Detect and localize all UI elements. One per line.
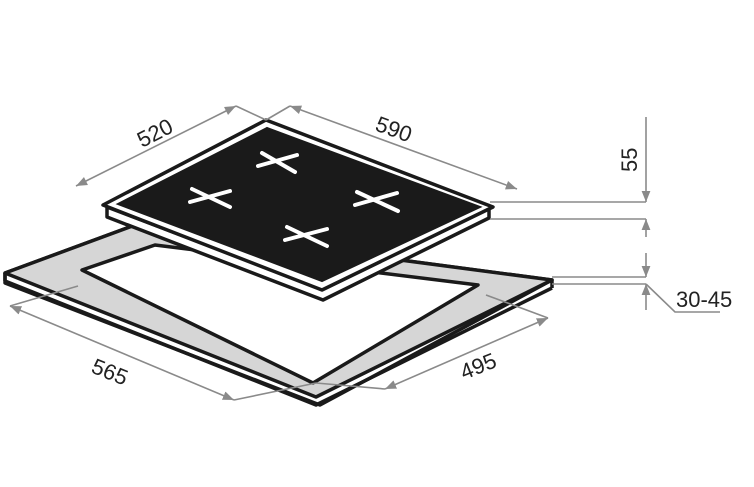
burner-icon bbox=[283, 225, 329, 248]
hob-height-label: 55 bbox=[617, 148, 642, 172]
dimension-lines bbox=[9, 105, 720, 401]
cutout-width-label: 565 bbox=[88, 353, 131, 390]
worktop-thickness-label: 30-45 bbox=[676, 287, 732, 312]
cutout-depth-label: 495 bbox=[457, 348, 500, 385]
hob-depth-label: 520 bbox=[133, 114, 177, 153]
hob-width-label: 590 bbox=[372, 111, 415, 147]
burner-icon bbox=[188, 187, 232, 209]
burner-icon bbox=[353, 190, 400, 213]
